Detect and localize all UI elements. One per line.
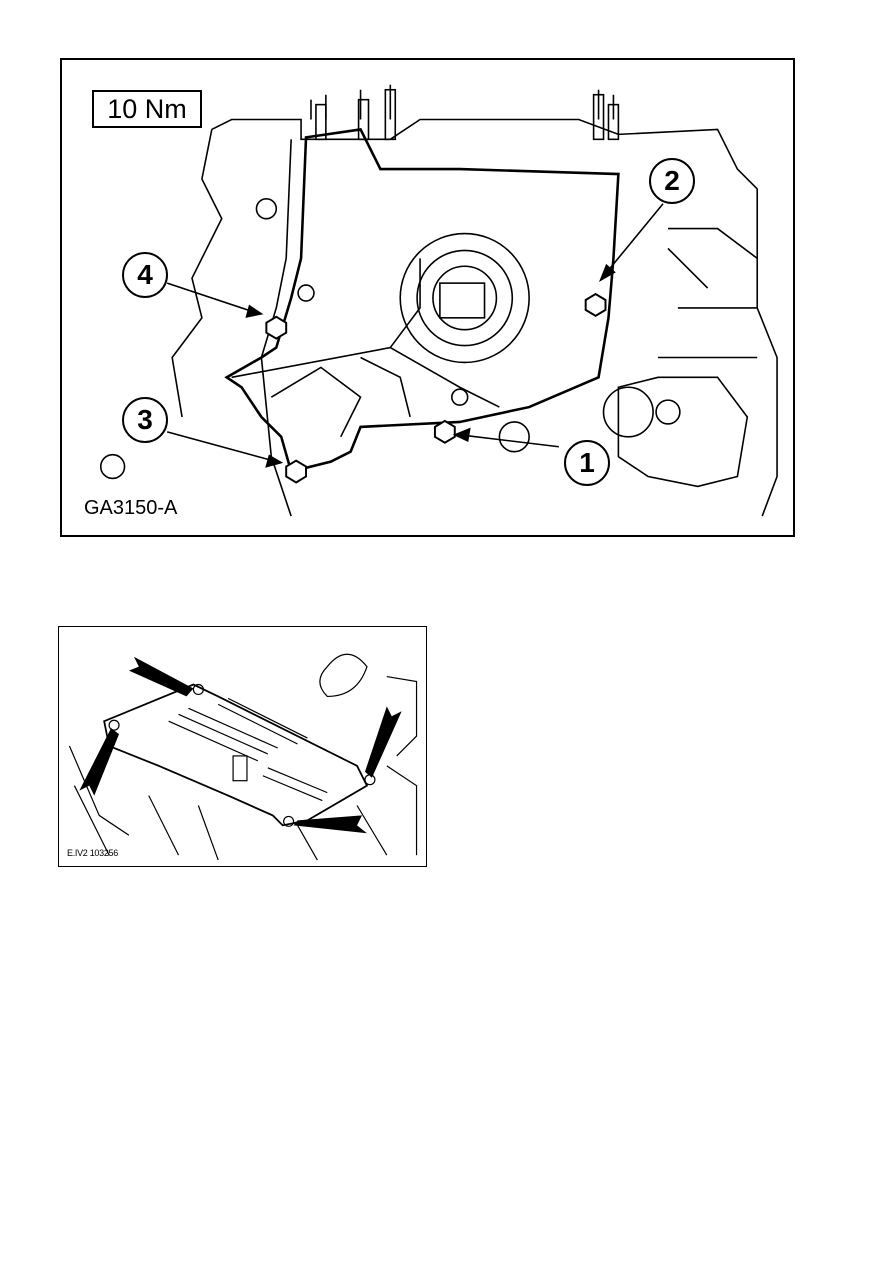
figure-code-small: E.IV2 103256 bbox=[67, 848, 118, 858]
callout-3: 3 bbox=[122, 397, 168, 443]
callout-4: 4 bbox=[122, 252, 168, 298]
figure-code: GA3150-A bbox=[84, 497, 178, 519]
oil-pump-drawing bbox=[99, 84, 778, 517]
oil-pan-baffle-drawing bbox=[68, 653, 418, 861]
oil-pump-illustration: 10 Nm 1 2 3 4 GA3150-A bbox=[60, 58, 795, 537]
callout-2: 2 bbox=[649, 158, 695, 204]
torque-label: 10 Nm bbox=[92, 90, 202, 128]
callout-1: 1 bbox=[564, 440, 610, 486]
oil-pan-baffle-illustration: E.IV2 103256 bbox=[58, 626, 427, 867]
